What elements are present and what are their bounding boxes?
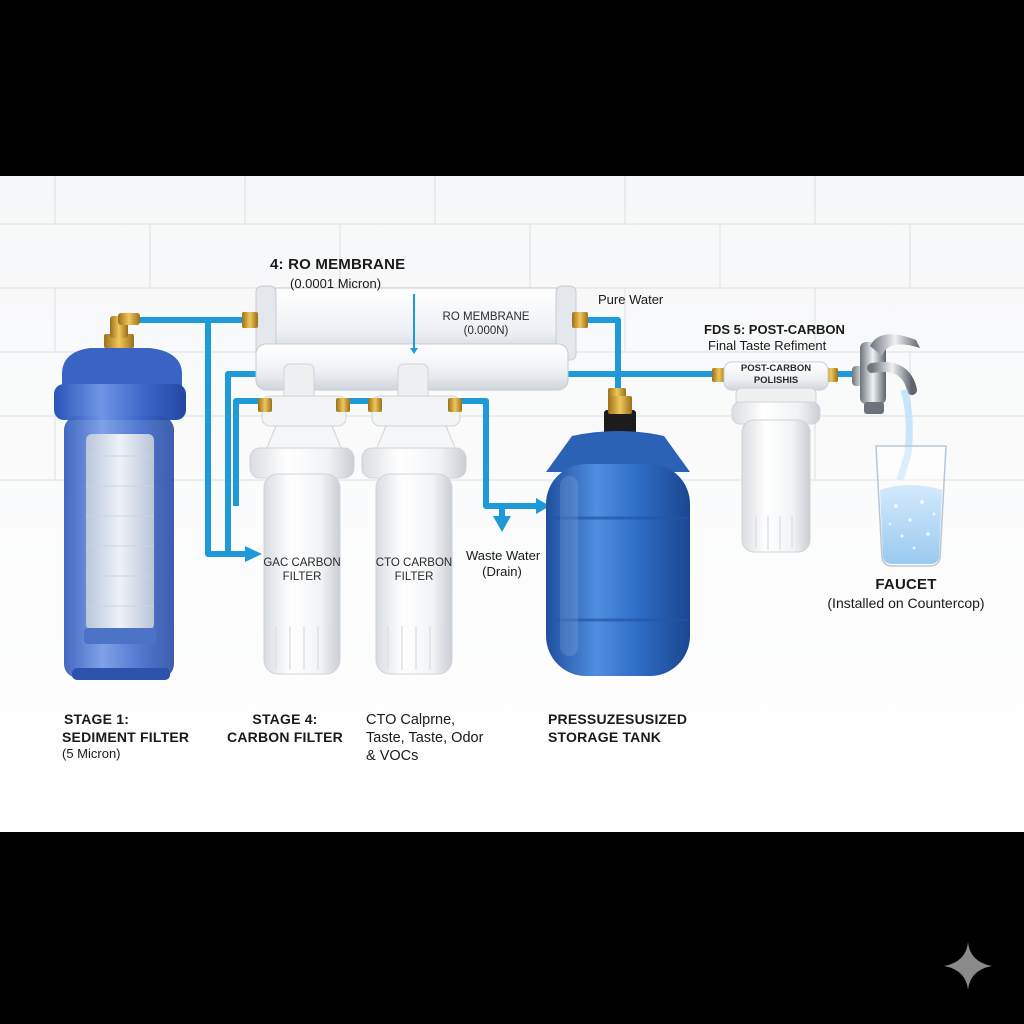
ro-membrane-title: 4: RO MEMBRANE — [270, 256, 406, 273]
gac-filter-line2: FILTER — [282, 571, 322, 584]
cto-caption-line2: Taste, Taste, Odor — [366, 730, 484, 747]
post-carbon-body-line2: POLISHIS — [753, 374, 799, 386]
gac-filter-housing — [249, 363, 355, 675]
cto-filter-label: CTO CARBON FILTER — [366, 556, 462, 585]
flow-arrow-icon — [245, 546, 262, 562]
cto-filter-line2: FILTER — [394, 571, 434, 584]
cto-caption-line1: CTO Calprne, — [366, 712, 456, 728]
stage1-line1: STAGE 1: — [64, 711, 130, 727]
faucet-icon — [852, 334, 920, 414]
flow-arrow-icon — [536, 498, 550, 514]
tank-caption: PRESSUZESUSIZED STORAGE TANK — [548, 711, 687, 746]
post-carbon-housing — [712, 361, 838, 553]
sparkle-icon — [944, 942, 992, 990]
gac-filter-label: GAC CARBON FILTER — [254, 556, 350, 585]
sediment-filter-housing — [54, 313, 186, 680]
cto-filter-housing — [361, 363, 467, 675]
waste-water-line1: Waste Water — [466, 548, 541, 563]
diagram-panel: 4: RO MEMBRANE (0.0001 Micron) RO MEMBRA… — [0, 176, 1024, 832]
waste-water-label: Waste Water (Drain) — [466, 548, 541, 581]
faucet-title: FAUCET — [875, 576, 937, 593]
post-carbon-body-line1: POST-CARBON — [740, 363, 812, 374]
stage4-line1: STAGE 4: — [252, 711, 318, 727]
storage-tank — [546, 396, 690, 676]
ro-membrane-body-line2: (0.000N) — [463, 325, 509, 338]
pure-water-label: Pure Water — [598, 292, 664, 307]
stage4-caption: STAGE 4: CARBON FILTER — [222, 711, 348, 746]
tank-line2: STORAGE TANK — [548, 728, 662, 745]
gac-filter-line1: GAC CARBON — [263, 557, 341, 569]
ro-membrane-body-label: RO MEMBRANE (0.000N) — [426, 310, 546, 339]
cto-filter-line1: CTO CARBON — [375, 557, 453, 569]
post-carbon-title: FDS 5: POST-CARBON — [704, 322, 845, 337]
water-stream — [896, 388, 913, 482]
ro-membrane-spec: (0.0001 Micron) — [290, 276, 382, 291]
water-glass-icon — [875, 445, 947, 567]
post-carbon-body-label: POST-CARBON POLISHIS — [726, 363, 826, 387]
tank-line1: PRESSUZESUSIZED — [548, 711, 688, 727]
ro-membrane-body-line1: RO MEMBRANE — [442, 311, 530, 323]
waste-water-line2: (Drain) — [482, 564, 522, 580]
cto-caption-line3: & VOCs — [366, 748, 419, 765]
diagram-artwork — [0, 176, 1024, 832]
post-carbon-subtitle: Final Taste Refiment — [708, 338, 827, 353]
stage1-caption: STAGE 1: SEDIMENT FILTER (5 Micron) — [62, 711, 189, 762]
stage1-line3: (5 Micron) — [62, 746, 121, 761]
stage1-line2: SEDIMENT FILTER — [62, 728, 190, 745]
pipe-pure-water — [578, 317, 621, 394]
flow-arrow-icon — [493, 516, 511, 532]
faucet-label: FAUCET (Installed on Countercop) — [814, 576, 998, 612]
stage4-line2: CARBON FILTER — [227, 728, 343, 745]
faucet-subtitle: (Installed on Countercop) — [827, 594, 985, 611]
cto-caption: CTO Calprne, Taste, Taste, Odor & VOCs — [366, 711, 483, 765]
pipe-to-gac — [205, 320, 245, 557]
